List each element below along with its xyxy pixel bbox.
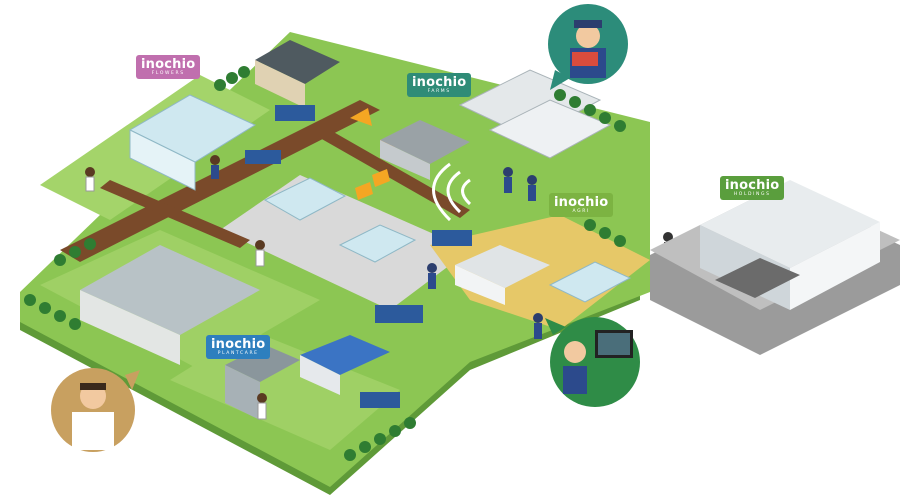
holdings-island xyxy=(650,180,900,355)
division-name: AGRI xyxy=(572,209,590,214)
trees xyxy=(24,66,626,461)
division-name: FARMS xyxy=(427,89,451,94)
brand-name: inochio xyxy=(554,195,609,210)
inochio-agri-label: inochio AGRI xyxy=(549,193,614,217)
brand-name: inochio xyxy=(412,75,467,90)
inochio-plantcare-label: inochio PLANTCARE xyxy=(206,335,271,359)
roads xyxy=(60,100,470,262)
division-name: FLOWERS xyxy=(151,71,185,76)
computer-operator-icon xyxy=(545,317,640,407)
trucks xyxy=(245,105,472,408)
brand-name: inochio xyxy=(725,178,780,193)
signal-waves xyxy=(432,162,472,222)
division-name: PLANTCARE xyxy=(217,351,259,356)
scientist-icon xyxy=(51,368,140,452)
inochio-flowers-label: inochio FLOWERS xyxy=(136,55,201,79)
greenhouses xyxy=(128,69,632,303)
division-name: HOLDINGS xyxy=(733,192,771,197)
inochio-holdings-label: inochio HOLDINGS xyxy=(720,176,785,200)
brand-name: inochio xyxy=(211,337,266,352)
buildings xyxy=(80,40,550,420)
inochio-farms-label: inochio FARMS xyxy=(407,73,472,97)
brand-name: inochio xyxy=(141,57,196,72)
worker-with-produce-icon xyxy=(548,4,628,90)
